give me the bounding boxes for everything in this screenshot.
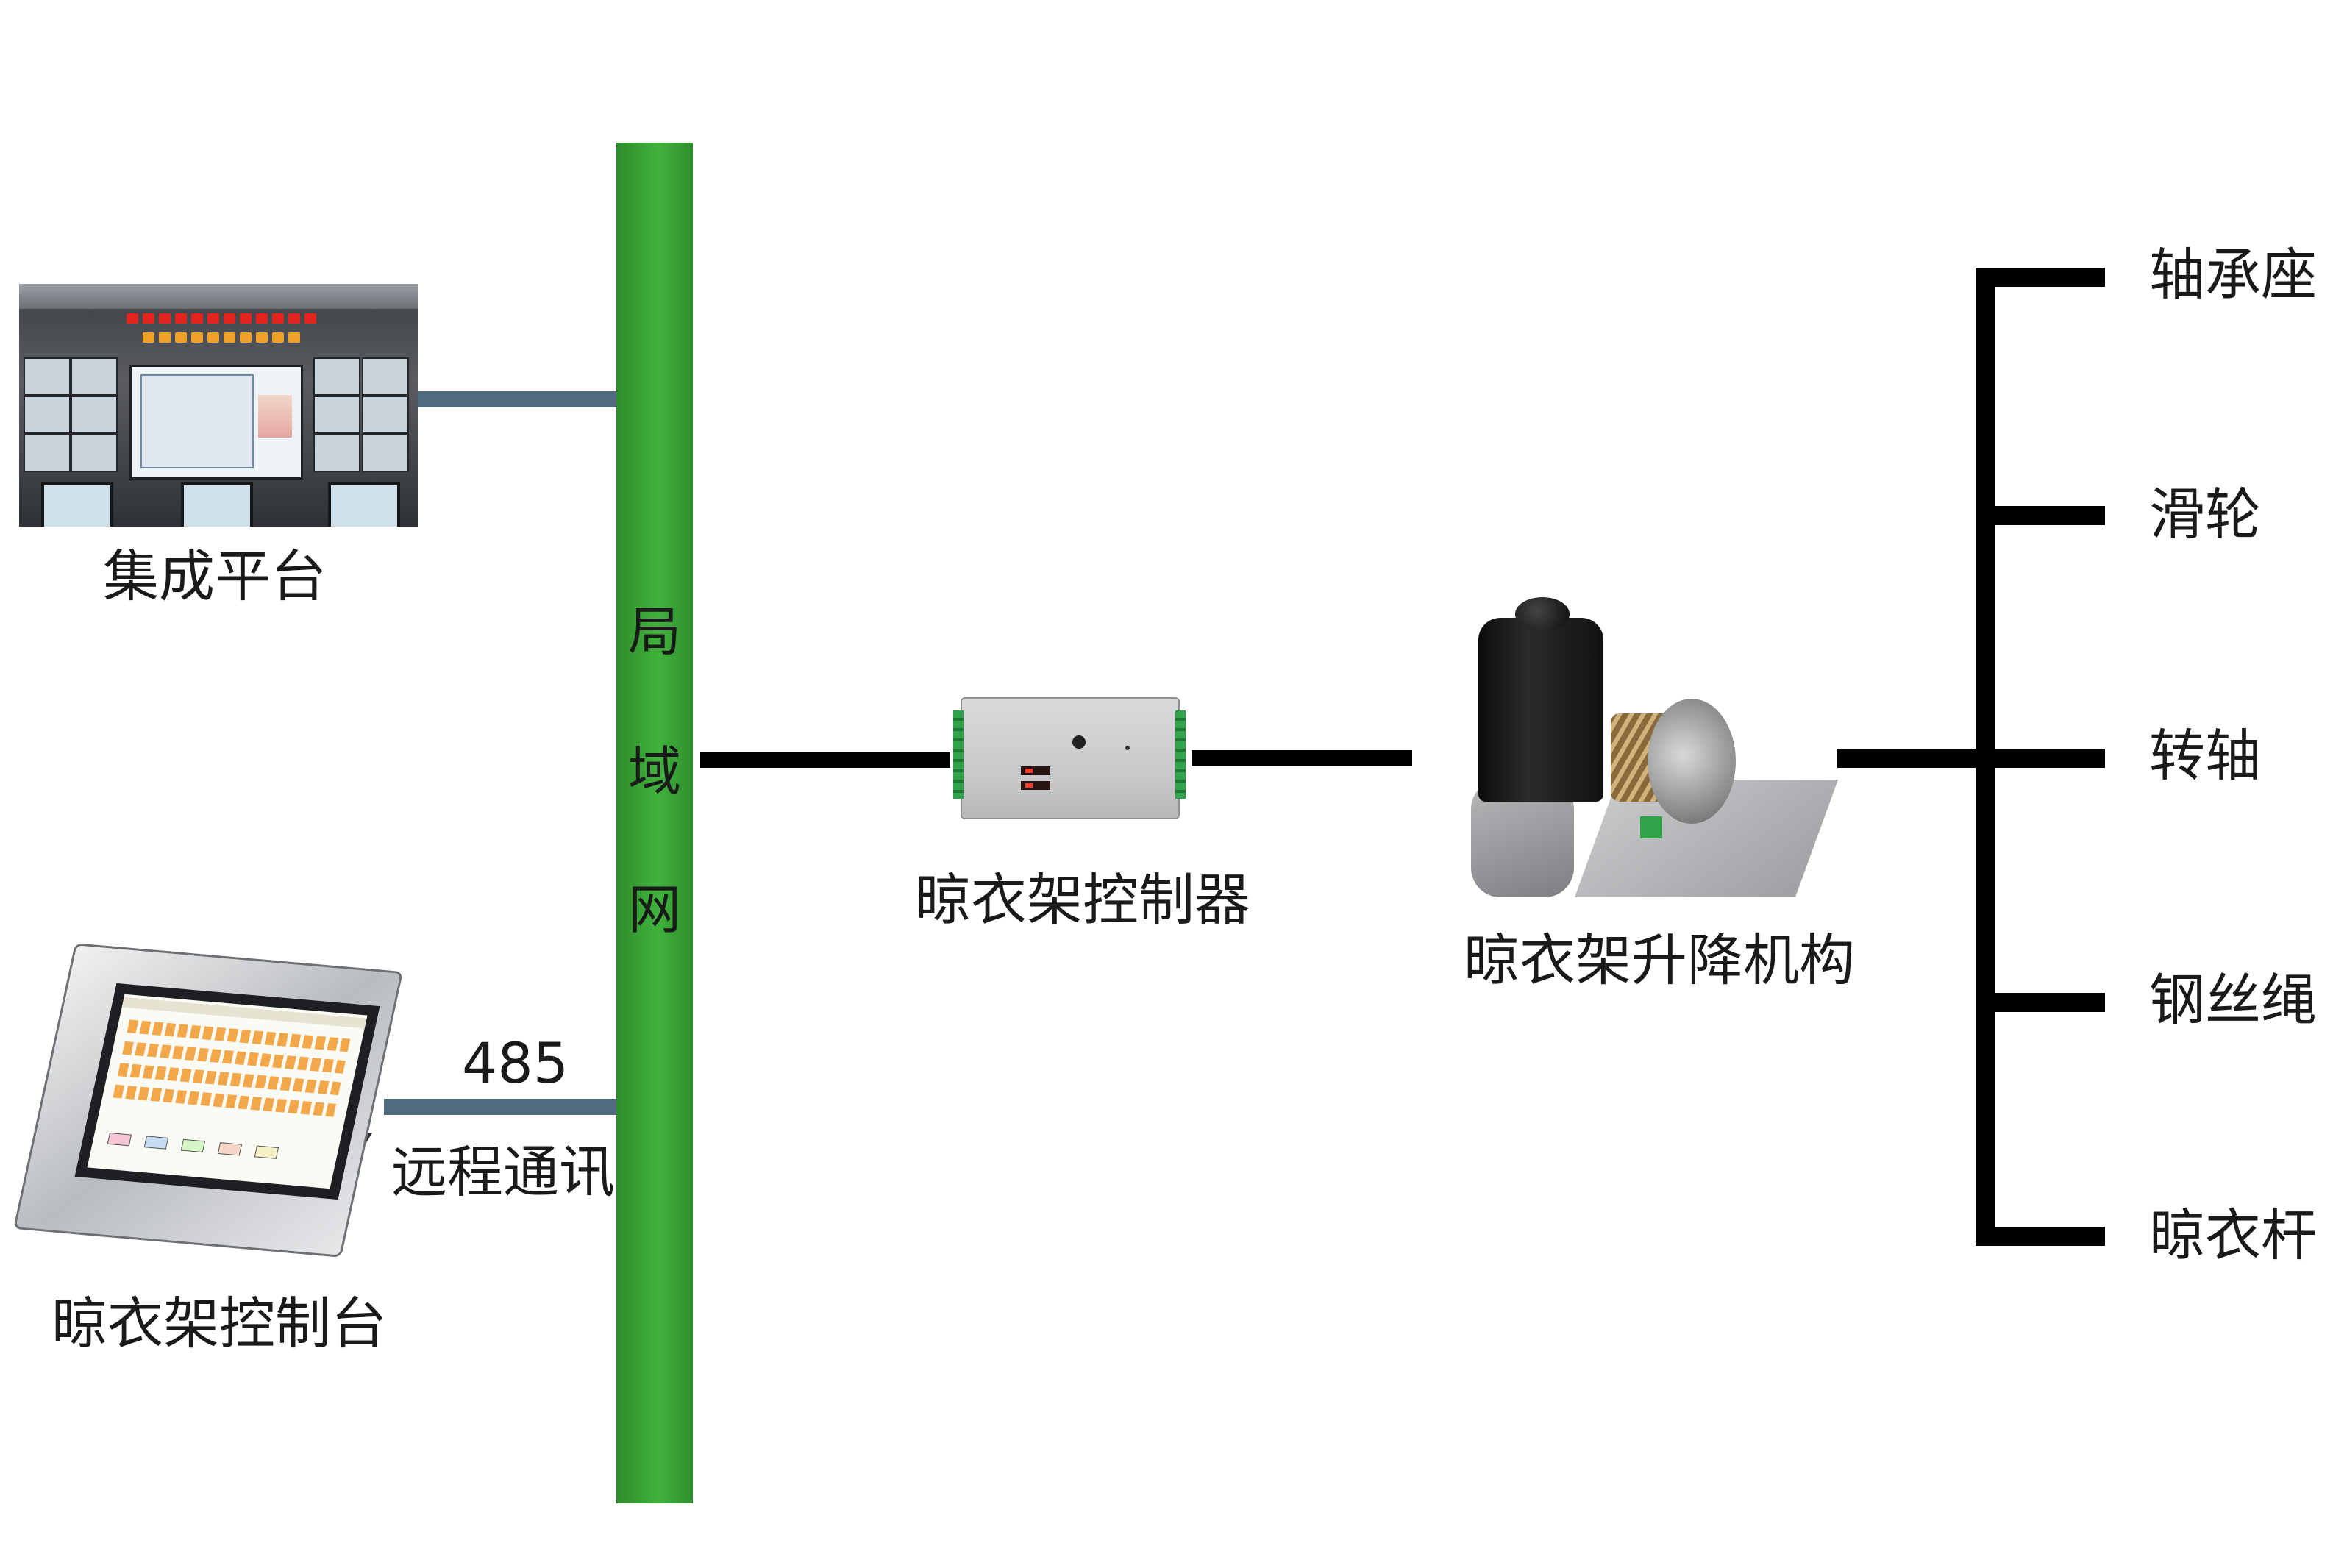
lan-label-char-3: 网 (627, 879, 681, 941)
console-screen-button (143, 1136, 169, 1150)
platform-lan-link (418, 391, 616, 407)
console-label: 晾衣架控制台 (51, 1291, 387, 1356)
lan-backbone-bar (616, 143, 693, 1503)
platform-video-tile (313, 357, 360, 396)
lan-controller-link (700, 752, 950, 768)
platform-desk-monitor (41, 482, 113, 527)
platform-video-tile (71, 434, 118, 472)
component-branch-4 (1976, 993, 2105, 1012)
link-485-number: 485 (462, 1030, 569, 1096)
platform-video-tile (71, 357, 118, 396)
mechanism-label: 晾衣架升降机构 (1464, 927, 1855, 993)
component-branch-2 (1976, 506, 2105, 525)
controller-label: 晾衣架控制器 (915, 867, 1250, 933)
component-label-bearing-seat: 轴承座 (2149, 242, 2317, 307)
component-label-pulley: 滑轮 (2149, 482, 2261, 547)
mechanism-tree-link (1837, 749, 1978, 768)
console-screen (74, 983, 380, 1200)
platform-video-tile (24, 396, 71, 434)
console-screen-button (107, 1133, 132, 1147)
platform-person-photo (258, 395, 292, 438)
component-branch-1 (1976, 268, 2105, 287)
lan-label-char-1: 局 (627, 601, 681, 663)
lan-label-char-2: 域 (627, 741, 681, 802)
platform-led-sign-red (100, 313, 343, 327)
console-screen-button (254, 1145, 279, 1159)
mechanism-pulley (1648, 699, 1736, 824)
component-branch-5 (1976, 1227, 2105, 1246)
controller-indicator-small (1125, 746, 1130, 750)
platform-led-sign-amber (100, 332, 343, 346)
component-label-drying-rod: 晾衣杆 (2149, 1202, 2317, 1268)
platform-label: 集成平台 (103, 544, 327, 609)
platform-desk-monitor (328, 482, 400, 527)
controller-led (1021, 766, 1050, 775)
platform-video-tile (71, 396, 118, 434)
platform-ceiling (19, 284, 418, 309)
mechanism-connector (1640, 816, 1662, 838)
mechanism-motor (1478, 618, 1603, 802)
platform-video-tile (24, 357, 71, 396)
controller-terminal-left (953, 710, 964, 799)
platform-video-tile (362, 357, 409, 396)
platform-video-tile (24, 434, 71, 472)
link-485-text: 远程通讯 (391, 1139, 615, 1205)
platform-software-window (140, 374, 254, 468)
controller-led (1021, 781, 1050, 790)
console-screen-button (217, 1142, 243, 1156)
platform-video-tile (313, 434, 360, 472)
controller-indicator (1072, 735, 1086, 749)
component-label-wire-rope: 钢丝绳 (2149, 967, 2317, 1033)
controller-mechanism-link (1192, 750, 1412, 766)
platform-center-screen (129, 365, 303, 480)
platform-video-tile (362, 434, 409, 472)
console-lan-link (384, 1099, 616, 1115)
component-branch-3 (1976, 749, 2105, 768)
platform-desk-monitor (181, 482, 253, 527)
controller-terminal-right (1175, 710, 1186, 799)
platform-image (19, 284, 418, 527)
component-label-shaft: 转轴 (2149, 723, 2261, 788)
controller-box (961, 697, 1180, 819)
platform-video-tile (313, 396, 360, 434)
mechanism-motor-cap (1515, 597, 1570, 631)
console-screen-button (180, 1138, 206, 1153)
platform-video-tile (362, 396, 409, 434)
